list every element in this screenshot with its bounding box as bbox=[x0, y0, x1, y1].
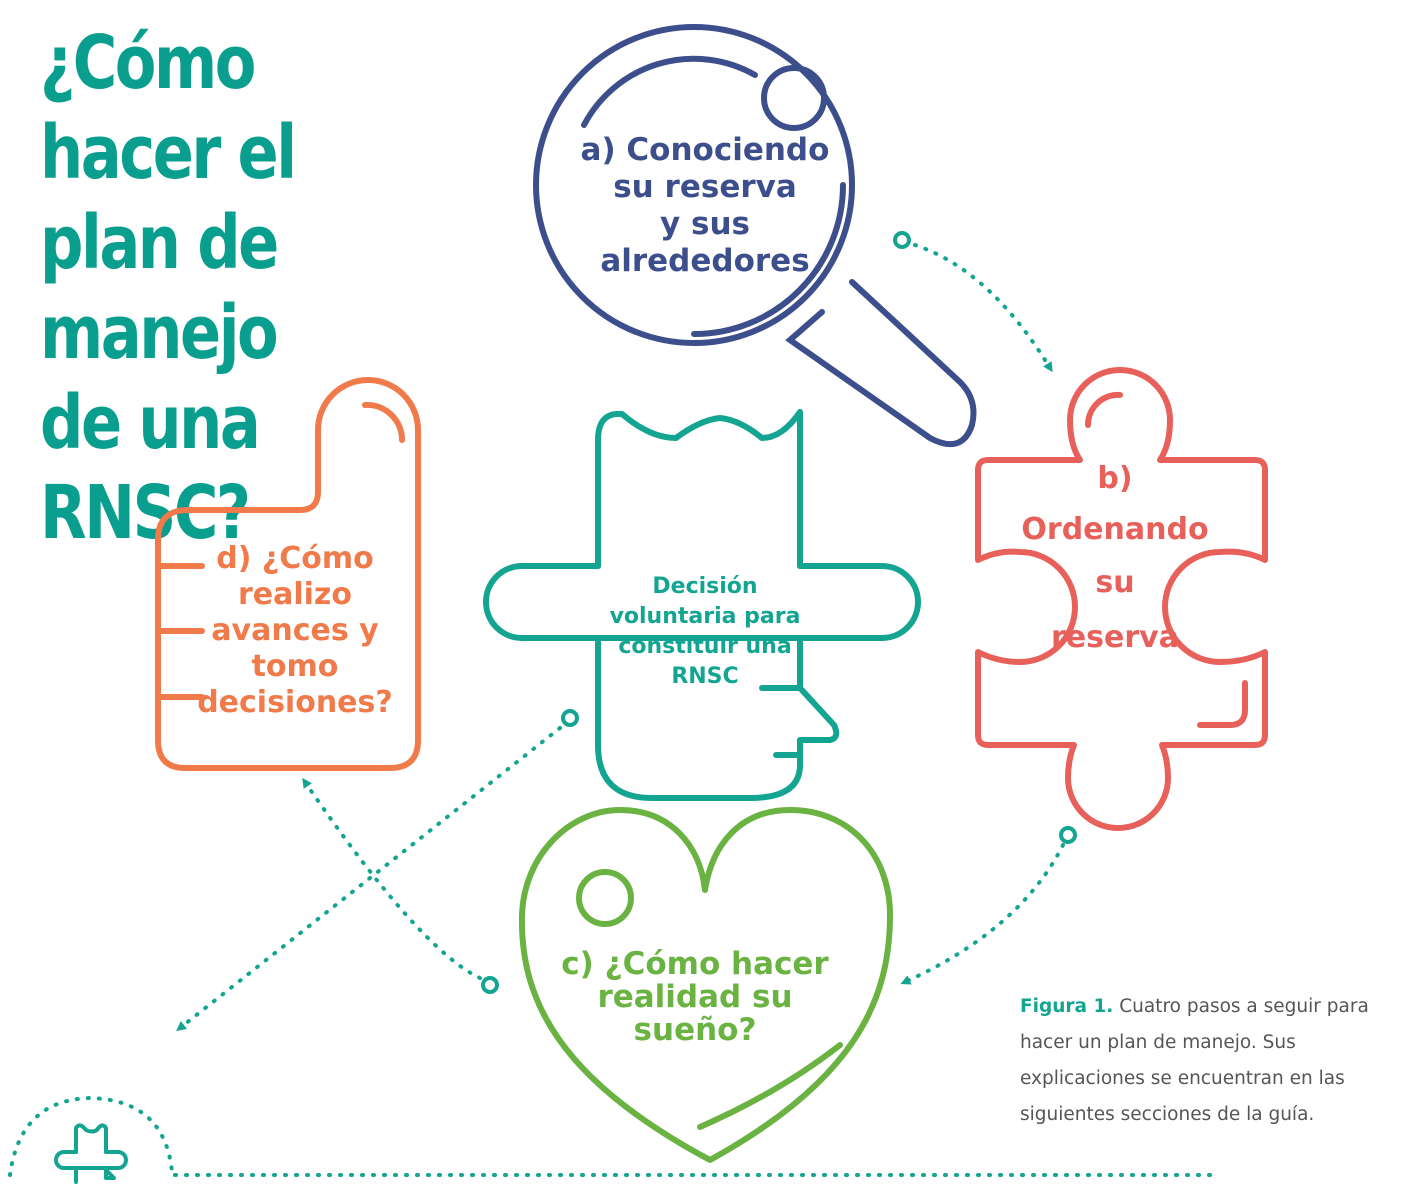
connectors bbox=[8, 243, 1217, 1177]
step-b-line: Ordenando bbox=[1021, 512, 1209, 547]
corner-arc bbox=[8, 1095, 174, 1177]
puzzle-piece-icon bbox=[975, 367, 1268, 831]
center-line: voluntaria para bbox=[609, 604, 801, 629]
center-line: Decisión bbox=[652, 574, 758, 599]
step-c-line: sueño? bbox=[633, 1012, 757, 1048]
heart-icon bbox=[518, 807, 893, 1163]
person-with-hat-icon bbox=[483, 409, 921, 801]
step-b-line: reserva bbox=[1051, 620, 1179, 655]
connector-nodes bbox=[481, 231, 1077, 994]
center-line: constituir una bbox=[618, 634, 792, 659]
step-a-line: a) Conociendo bbox=[580, 132, 830, 168]
connector-a-to-b bbox=[913, 243, 1053, 373]
figure-caption: Figura 1. Cuatro pasos a seguir para hac… bbox=[1020, 989, 1420, 1133]
thumbs-up-icon bbox=[155, 377, 421, 771]
step-d-line: realizo bbox=[237, 577, 353, 612]
connector-b-to-c bbox=[900, 843, 1065, 985]
magnifying-glass-icon bbox=[533, 24, 977, 448]
step-d-line: avances y bbox=[211, 613, 379, 648]
step-a-line: alrededores bbox=[600, 243, 810, 279]
step-d-label: d) ¿Cómo realizo avances y tomo decision… bbox=[180, 541, 410, 721]
caption-text: Cuatro pasos a seguir para hacer un plan… bbox=[1020, 995, 1369, 1125]
step-c-line: realidad su bbox=[597, 979, 793, 1015]
step-b-line: su bbox=[1095, 565, 1135, 600]
node-b bbox=[1059, 826, 1077, 844]
step-a-line: su reserva bbox=[613, 169, 797, 205]
node-center bbox=[561, 709, 579, 727]
step-d-line: tomo bbox=[251, 649, 339, 684]
title-line: plan de manejo bbox=[40, 200, 279, 376]
step-b-label: b) Ordenando su reserva bbox=[1010, 460, 1220, 656]
small-person-icon bbox=[54, 1123, 128, 1184]
center-decision-label: Decisión voluntaria para constituir una … bbox=[570, 572, 840, 692]
title-line: ¿Cómo hacer el bbox=[40, 20, 297, 196]
step-c-line: c) ¿Cómo hacer bbox=[561, 946, 829, 982]
center-line: RNSC bbox=[671, 664, 739, 689]
step-b-line: b) bbox=[1097, 461, 1133, 496]
connector-c-to-d bbox=[302, 777, 482, 980]
step-d-line: decisiones? bbox=[197, 685, 393, 720]
step-d-line: d) ¿Cómo bbox=[216, 541, 374, 576]
step-a-label: a) Conociendo su reserva y sus alrededor… bbox=[560, 132, 850, 280]
node-a bbox=[893, 231, 911, 249]
caption-label: Figura 1. bbox=[1020, 995, 1114, 1017]
step-a-line: y sus bbox=[660, 206, 750, 242]
connector-center-to-corner bbox=[176, 726, 562, 1032]
node-c bbox=[481, 976, 499, 994]
step-c-label: c) ¿Cómo hacer realidad su sueño? bbox=[525, 948, 865, 1047]
